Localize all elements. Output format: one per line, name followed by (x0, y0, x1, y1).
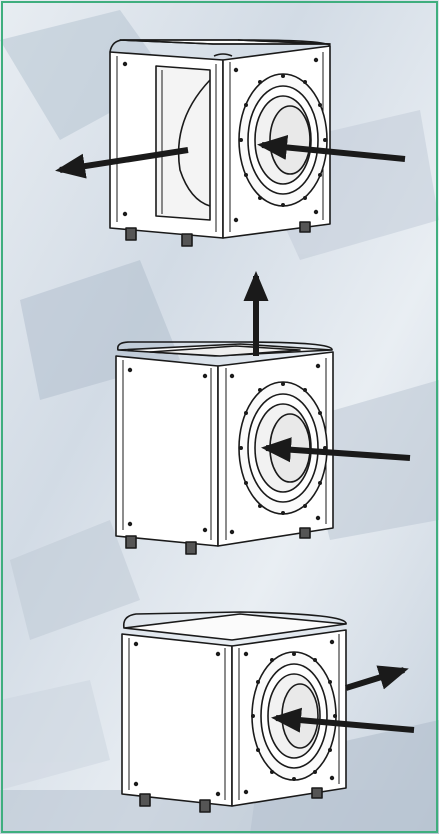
unit-3-left-face (121, 633, 233, 807)
unit-3-outlet-arrow (345, 665, 409, 691)
unit-3-feet (139, 787, 323, 813)
unit-2-feet (125, 527, 311, 555)
unit-1-outlet-arrow (55, 147, 189, 179)
unit-1-side-opening (155, 65, 211, 221)
unit-3-inlet-arrow (271, 707, 415, 733)
unit-2-inlet-arrow (261, 437, 411, 463)
unit-3-bolts (133, 639, 337, 797)
unit-side-discharge (109, 39, 331, 247)
unit-front-discharge (121, 611, 347, 813)
unit-1-bolts (122, 57, 327, 223)
unit-1-feet (125, 221, 311, 247)
unit-2-bolts (127, 363, 327, 535)
unit-2-left-face (115, 355, 219, 547)
unit-1-inlet-arrow (257, 134, 406, 162)
